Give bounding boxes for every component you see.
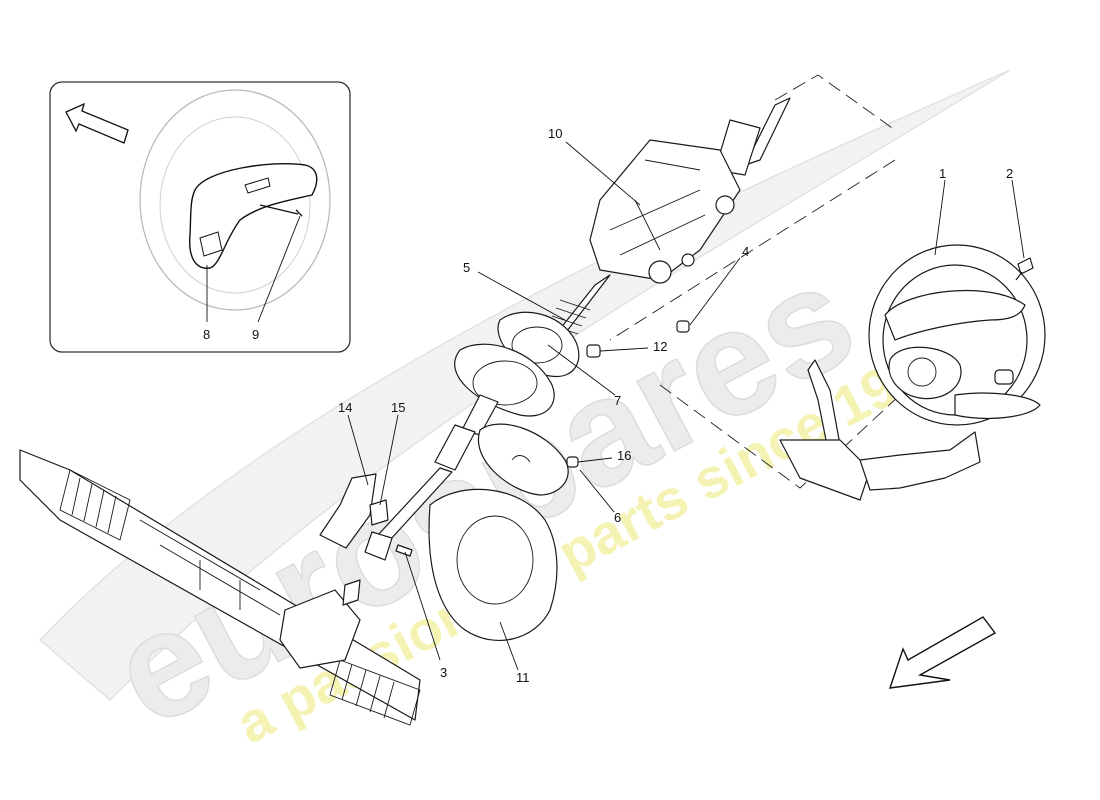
column-housing-detail	[609, 159, 706, 256]
column-motor	[648, 260, 672, 284]
bolt	[395, 544, 413, 557]
callout-12: 12	[653, 339, 667, 354]
leader-line	[577, 457, 613, 463]
callout-3: 3	[440, 665, 447, 680]
callout-14: 14	[338, 400, 352, 415]
plate-inner	[454, 343, 555, 417]
leader-line	[934, 179, 946, 256]
leader-line	[499, 621, 519, 671]
clip	[586, 344, 601, 358]
inset-screw	[259, 204, 303, 217]
leader-line	[579, 469, 615, 513]
bracket-base	[779, 439, 871, 501]
plate-inner-hole	[472, 360, 538, 406]
bolt-icon	[1015, 257, 1034, 281]
leader-line	[477, 271, 566, 321]
callout-4: 4	[742, 244, 749, 259]
callout-2: 2	[1006, 166, 1013, 181]
wheel-spoke-lower	[954, 392, 1041, 419]
inset-wheel-inner	[159, 116, 311, 294]
paddle-bracket	[779, 359, 981, 501]
column-plates	[454, 311, 580, 417]
callout-16: 16	[617, 448, 631, 463]
clip	[566, 456, 579, 468]
callouts: 1 2 3 4 5 6 7 8 9 10 11 12 14 15 16	[203, 126, 1013, 685]
leader-line	[257, 215, 301, 323]
leader-line	[565, 141, 641, 206]
column-housing	[589, 139, 741, 281]
leader-line	[1011, 179, 1025, 259]
wheel-button	[994, 369, 1014, 385]
rack-detail	[139, 519, 281, 616]
leader-line	[689, 257, 741, 326]
column-cover-upper	[477, 423, 569, 496]
clamp-bracket	[319, 473, 377, 549]
lower-shroud	[428, 488, 558, 641]
inset-detail	[49, 81, 351, 353]
inset-trim-slot	[199, 231, 223, 257]
wheel-hub	[888, 346, 962, 400]
callout-6: 6	[614, 510, 621, 525]
wheel-spoke-upper	[884, 289, 1026, 341]
wheel-hub-center	[907, 357, 937, 387]
inset-trim-cover	[189, 163, 318, 269]
lower-shroud-opening	[456, 515, 534, 605]
upper-shroud-emblem	[511, 455, 531, 463]
small-fasteners	[566, 320, 690, 468]
callout-10: 10	[548, 126, 562, 141]
leader-line	[404, 551, 441, 661]
column-bellows	[547, 299, 591, 335]
upper-shroud	[477, 423, 569, 496]
callout-1: 1	[939, 166, 946, 181]
steering-rack	[19, 449, 421, 726]
rack-boot-right	[329, 659, 421, 726]
callout-7: 7	[614, 393, 621, 408]
inset-trim-slot	[244, 177, 271, 194]
callout-11: 11	[516, 670, 530, 685]
column-cover-lower	[428, 488, 558, 641]
leader-line	[347, 414, 369, 486]
inset-wheel-rim	[139, 89, 331, 311]
direction-arrow-icon	[888, 616, 997, 689]
rack-boot-left	[59, 469, 131, 541]
clamp-block	[369, 499, 389, 526]
paddle	[859, 431, 981, 491]
callout-5: 5	[463, 260, 470, 275]
rack-pinion-housing	[279, 589, 361, 669]
rack-pinion-shaft	[342, 579, 361, 606]
callout-8: 8	[203, 327, 210, 342]
column-fixing	[681, 253, 695, 267]
plate-outer-hole	[511, 326, 563, 364]
callout-15: 15	[391, 400, 405, 415]
joint-shaft	[364, 394, 499, 561]
clip	[676, 320, 690, 333]
assembly-outline	[609, 74, 901, 489]
steering-wheel	[868, 244, 1046, 426]
assembly-dashed-outline	[609, 74, 901, 489]
leader-line	[547, 344, 616, 396]
leader-line	[379, 414, 399, 506]
lower-yoke	[364, 531, 393, 561]
leader-line	[599, 347, 649, 352]
middle-joint	[434, 424, 476, 471]
callout-9: 9	[252, 327, 259, 342]
column-motor	[715, 195, 735, 215]
direction-arrow-icon	[65, 102, 129, 144]
leader-lines	[347, 141, 1025, 671]
